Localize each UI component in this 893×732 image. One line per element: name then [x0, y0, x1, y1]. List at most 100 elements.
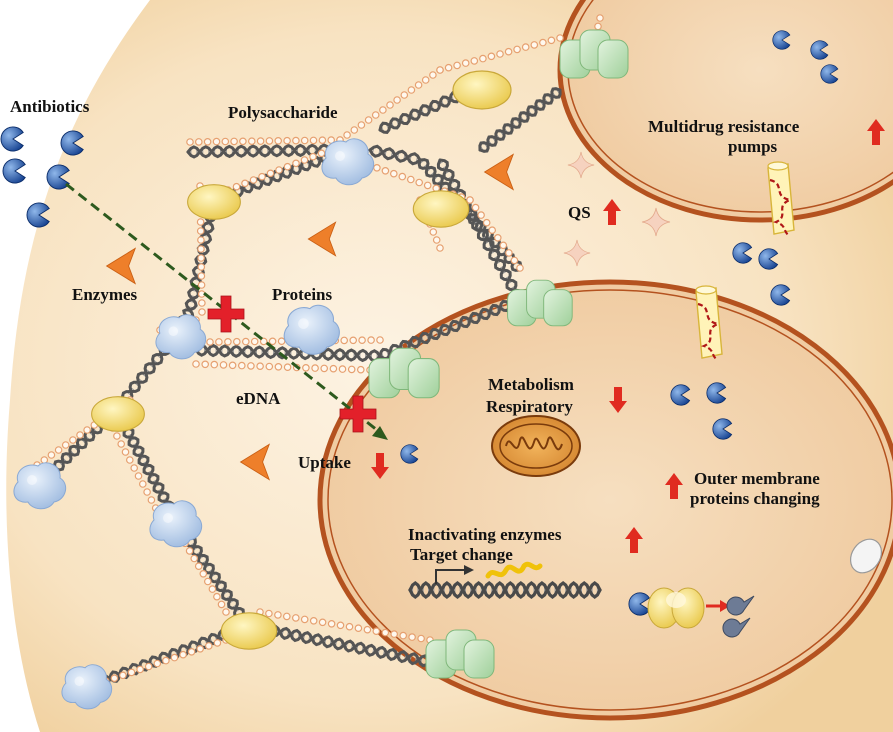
polysaccharide-bead	[198, 308, 206, 316]
polysaccharide-bead	[399, 631, 408, 640]
polysaccharide-bead	[127, 668, 136, 677]
dna-strand	[418, 158, 522, 272]
polysaccharide-bead	[436, 244, 444, 252]
polysaccharide-bead	[516, 264, 524, 272]
polysaccharide-bead	[130, 464, 139, 472]
polysaccharide-bead	[217, 600, 226, 609]
membrane-porin	[849, 538, 883, 574]
polysaccharide-bead	[415, 178, 424, 187]
dna-strand	[378, 298, 522, 358]
polysaccharide-bead	[343, 131, 351, 139]
polysaccharide-bead	[487, 52, 496, 61]
polysaccharide-bead	[367, 336, 375, 344]
polysaccharide-bead	[274, 611, 282, 619]
polysaccharide-bead	[373, 164, 381, 172]
polysaccharide-bead	[504, 47, 513, 56]
polysaccharide-bead	[110, 674, 119, 683]
polysaccharide-bead	[336, 621, 345, 630]
polysaccharide-bead	[594, 22, 602, 31]
polysaccharide-bead	[274, 362, 283, 371]
polysaccharide-bead	[228, 361, 237, 370]
polysaccharide-bead	[249, 176, 258, 184]
polysaccharide-bead	[300, 615, 309, 624]
target-dna	[408, 580, 602, 600]
polysaccharide-bead	[196, 218, 205, 226]
dna-strand	[378, 93, 462, 132]
polysaccharide-bead	[453, 61, 461, 70]
polysaccharide-bead	[477, 211, 485, 219]
polysaccharide-bead	[406, 175, 415, 184]
polysaccharide-bead	[338, 365, 347, 373]
polysaccharide-bead	[210, 360, 219, 369]
polysaccharide-bead	[121, 448, 130, 456]
polysaccharide-bead	[381, 628, 390, 637]
polysaccharide-bead	[206, 338, 214, 346]
polysaccharide-bead	[461, 59, 470, 67]
polysaccharide-bead	[356, 365, 365, 374]
polysaccharide-bead	[204, 577, 212, 586]
polysaccharide-bead	[197, 263, 206, 271]
polysaccharide-bead	[268, 337, 277, 346]
label-target-change: Target change	[410, 545, 513, 564]
polysaccharide-bead	[208, 585, 217, 593]
polysaccharide-bead	[408, 633, 416, 641]
polysaccharide-bead	[197, 281, 206, 289]
polysaccharide-bead	[212, 137, 221, 146]
polysaccharide-bead	[350, 126, 359, 134]
polysaccharide-bead	[117, 440, 126, 448]
polysaccharide-bead	[376, 336, 384, 344]
polysaccharide-bead	[393, 96, 401, 104]
polysaccharide-bead	[126, 456, 134, 464]
polysaccharide-bead	[215, 338, 223, 346]
polysaccharide-bead	[239, 137, 247, 146]
polysaccharide-bead	[291, 614, 300, 622]
polysaccharide-bead	[423, 181, 432, 190]
polysaccharide-bead	[199, 569, 208, 578]
polysaccharide-bead	[390, 630, 399, 638]
labels: Antibiotics Polysaccharide Enzymes Prote…	[10, 97, 820, 564]
label-inactivating-enzymes: Inactivating enzymes	[408, 525, 562, 544]
polysaccharide-bead	[197, 245, 205, 253]
polysaccharide-bead	[195, 138, 203, 146]
dna-strand	[408, 580, 602, 600]
polysaccharide-bead	[119, 671, 127, 680]
polysaccharide-bead	[318, 136, 327, 145]
polysaccharide-bead	[247, 362, 255, 370]
polysaccharide-bead	[224, 337, 232, 346]
polysaccharide-bead	[417, 634, 425, 643]
dna-strand	[186, 143, 332, 159]
polysaccharide-bead	[358, 336, 366, 345]
polysaccharide-bead	[275, 166, 283, 174]
polysaccharide-bead	[162, 656, 170, 665]
polysaccharide-bead	[283, 363, 292, 372]
polysaccharide-bead	[292, 159, 300, 168]
polysaccharide-bead	[309, 136, 318, 145]
polysaccharide-bead	[466, 196, 474, 204]
dna-strand	[194, 343, 382, 363]
polysaccharide-bead	[400, 91, 409, 99]
polysaccharide-bead	[379, 106, 387, 114]
polysaccharide-bead	[283, 136, 291, 145]
polysaccharide-bead	[143, 488, 151, 496]
polysaccharide-bead	[113, 432, 121, 440]
polysaccharide-bead	[444, 63, 453, 72]
polysaccharide-bead	[170, 653, 179, 662]
polysaccharide-bead	[596, 14, 604, 22]
polysaccharide-bead	[192, 360, 200, 368]
polysaccharide-bead	[186, 138, 194, 146]
polysaccharide-bead	[144, 662, 153, 671]
polysaccharide-bead	[499, 241, 508, 250]
polysaccharide-bead	[372, 627, 381, 636]
yellow-particle-icon	[187, 184, 241, 220]
polysaccharide-bead	[521, 43, 530, 51]
polysaccharide-bead	[194, 562, 203, 571]
dna-strand	[438, 158, 522, 302]
polysaccharide-bead	[530, 41, 539, 49]
polysaccharide-bead	[69, 436, 77, 444]
polysaccharide-bead	[222, 608, 230, 616]
polysaccharide-bead	[547, 36, 556, 45]
polysaccharide-bead	[233, 337, 241, 346]
label-antibiotics: Antibiotics	[10, 97, 90, 116]
polysaccharide-bead	[187, 647, 196, 656]
label-enzymes: Enzymes	[72, 285, 138, 304]
